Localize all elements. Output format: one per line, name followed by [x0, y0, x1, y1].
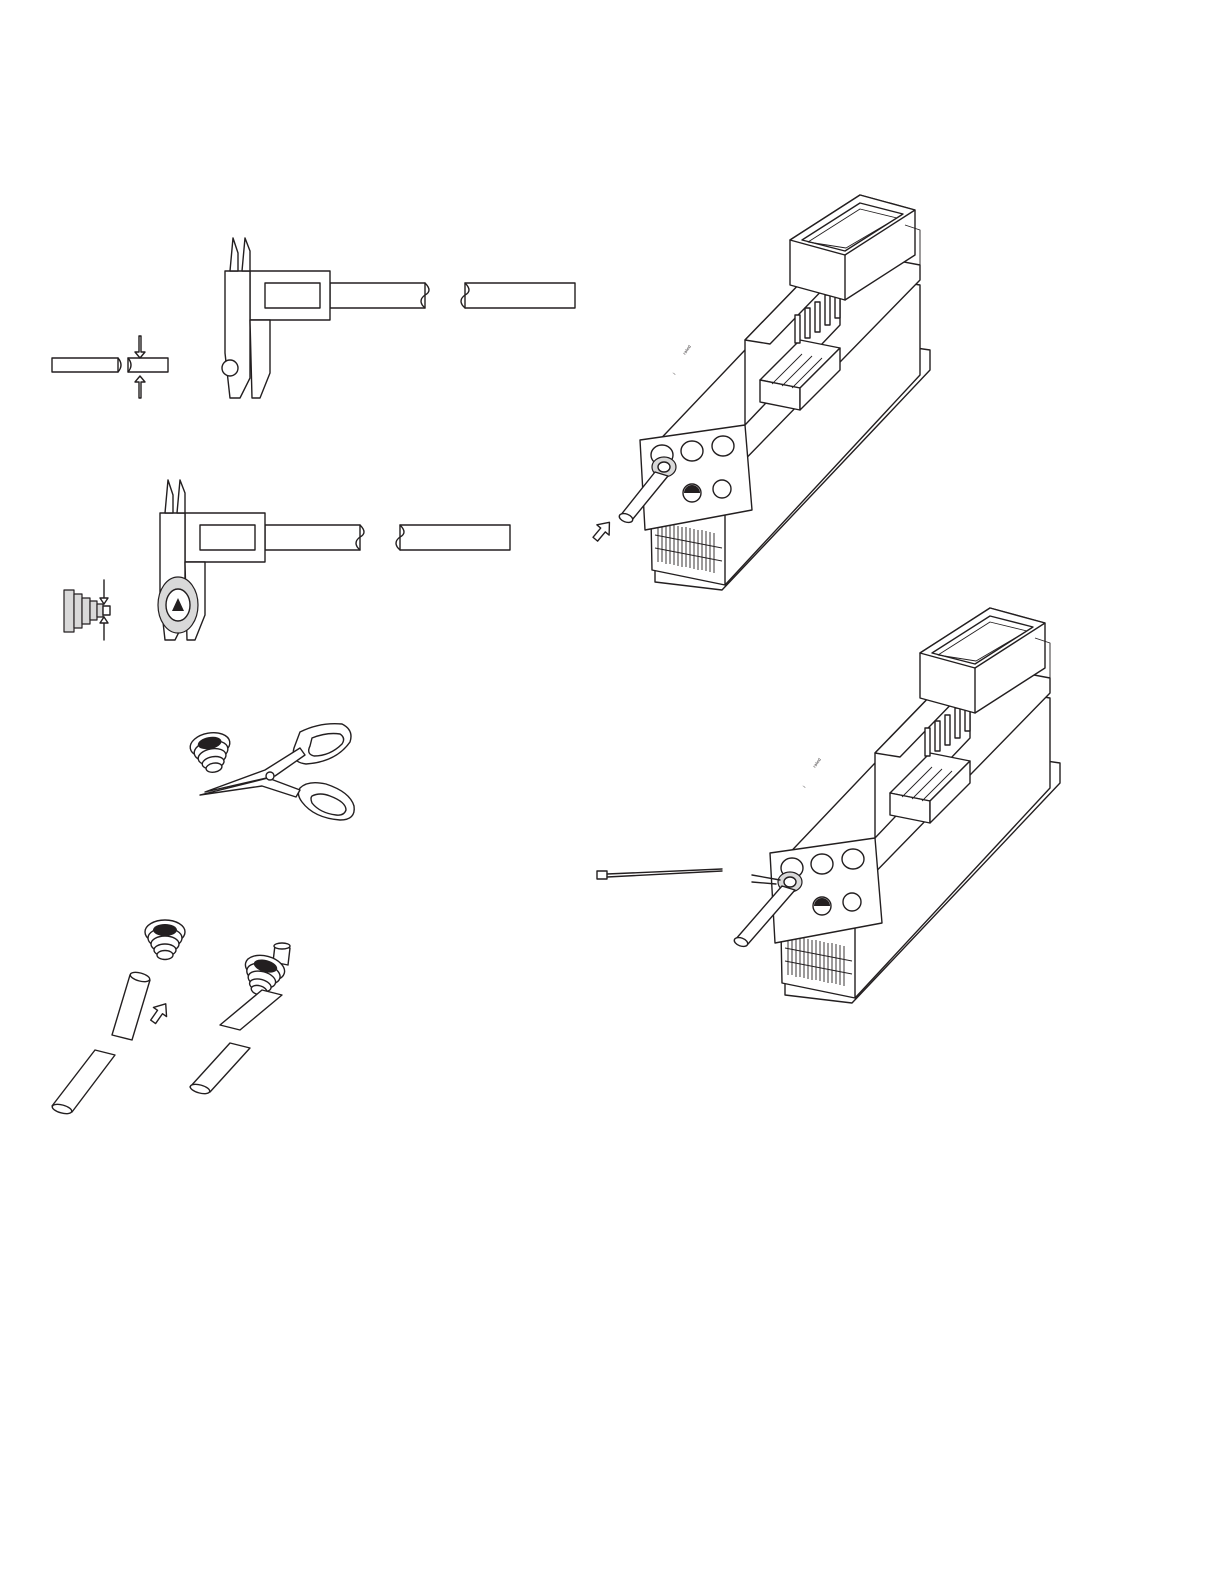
arrow-insert-icon: [589, 517, 615, 544]
drive-unit-illustration: [640, 195, 930, 590]
cable-tie-icon: [597, 869, 722, 879]
step-measure-grommet: [64, 480, 510, 640]
caliper-icon: [225, 238, 575, 398]
grommet-side-view: [64, 590, 110, 632]
cable-cross-section: [222, 360, 238, 376]
step-secure-cable-tie: [597, 608, 1060, 1003]
cable-piece: [51, 971, 150, 1116]
grommet-icon: [145, 920, 185, 960]
grommet-icon: [188, 730, 234, 776]
step-insert-cable-into-drive: [589, 195, 930, 590]
step-cut-grommet: [188, 724, 354, 820]
grommet-on-cable: [189, 943, 290, 1095]
step-measure-cable-diameter: [52, 238, 575, 398]
arrow-up-icon: [147, 999, 173, 1026]
step-fit-grommet-on-cable: [51, 920, 290, 1115]
cable-piece: [52, 358, 168, 372]
grommet-in-jaws: [158, 577, 198, 633]
caliper-icon: [160, 480, 510, 640]
drive-unit-illustration: [770, 608, 1060, 1003]
